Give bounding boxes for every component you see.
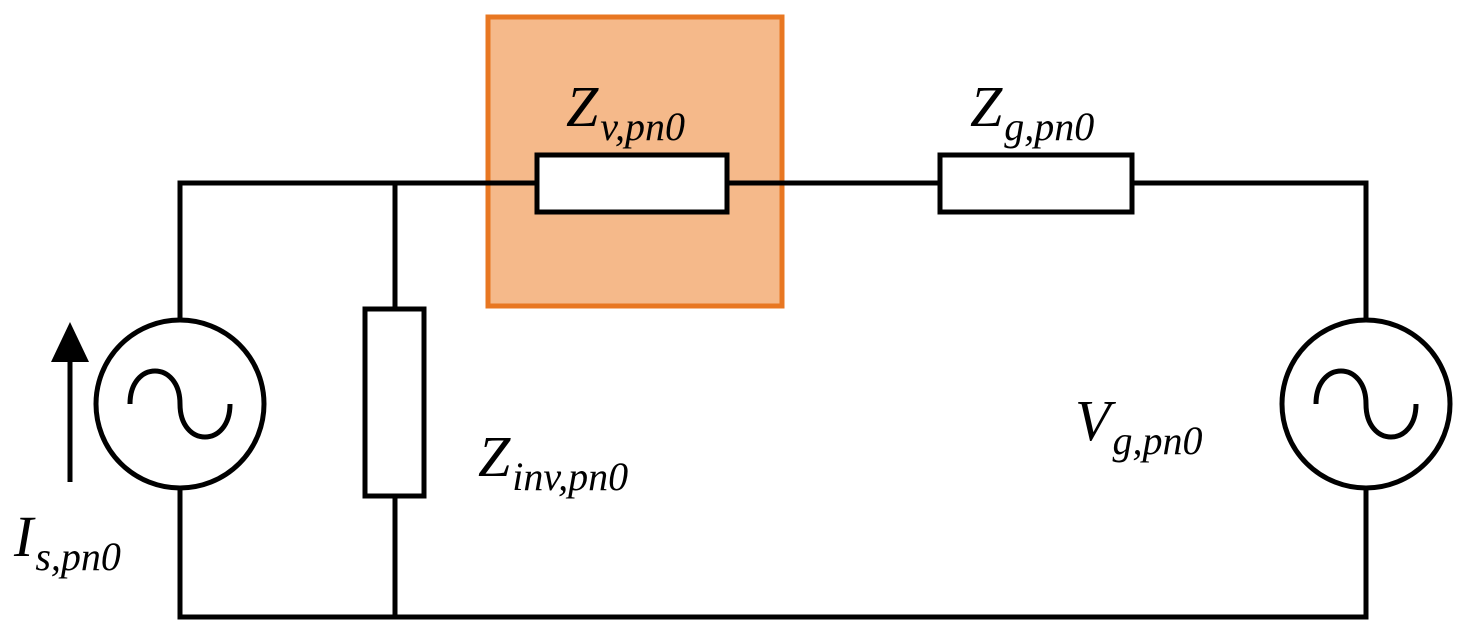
arrow-up-icon	[51, 322, 89, 482]
zinv-impedance	[362, 306, 427, 499]
is-label: Is,pn0	[14, 504, 121, 579]
zinv-label: Zinv,pn0	[478, 424, 629, 499]
vg-label: Vg,pn0	[1075, 388, 1203, 463]
zv-label: Zv,pn0	[566, 74, 686, 149]
ac-source-icon	[1279, 317, 1453, 491]
zg-label: Zg,pn0	[970, 74, 1095, 149]
zv-impedance	[534, 152, 730, 215]
zg-impedance	[937, 152, 1135, 215]
ac-source-icon	[93, 317, 267, 491]
